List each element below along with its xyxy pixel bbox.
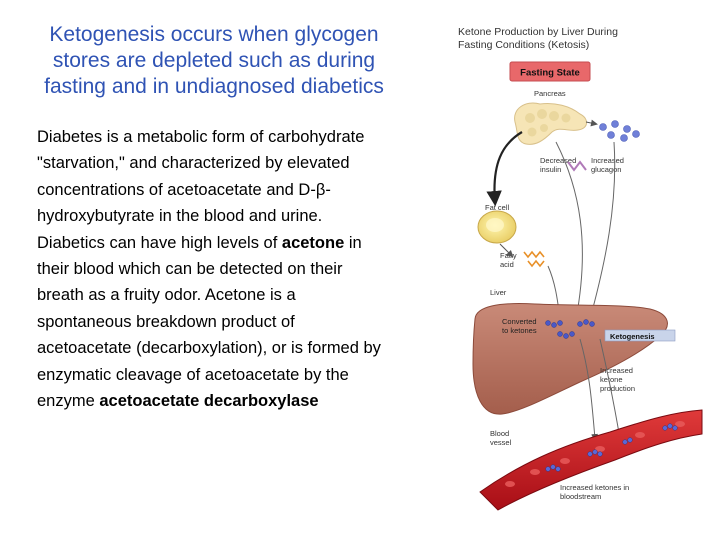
pancreas-label: Pancreas: [534, 89, 566, 98]
insulin-to-liver-arrow: [555, 141, 583, 321]
increased-ketone-line3: production: [600, 384, 635, 393]
glucagon-dots-icon: [599, 120, 640, 142]
liver-to-blood-arrow-1: [579, 338, 599, 441]
increased-glucagon-line1: Increased: [591, 156, 624, 165]
blood-vessel: [479, 409, 703, 511]
beta-symbol: β: [315, 180, 326, 199]
bold-acetone: acetone: [281, 233, 345, 252]
fat-cell-highlight: [486, 218, 504, 232]
ketogenesis-box: [604, 329, 676, 342]
pancreas-glucagon-arrow: [585, 119, 598, 127]
decreased-insulin-line2: insulin: [540, 165, 561, 174]
body-paragraph: Diabetes is a metabolic form of carbohyd…: [37, 124, 392, 414]
fasting-state-label: Fasting State: [520, 68, 580, 79]
blood-cells: [505, 421, 685, 487]
slide-title-line: Ketogenesis occurs when glycogen: [49, 23, 379, 46]
liver-label: Liver: [490, 288, 507, 297]
slide-title-line: stores are depleted such as during: [52, 49, 376, 72]
ketogenesis-label: Ketogenesis: [610, 332, 655, 341]
insulin-icon: [567, 160, 587, 172]
pancreas-texture: [525, 109, 571, 137]
blood-vessel-line2: vessel: [490, 438, 512, 447]
ketosis-figure: Ketone Production by Liver During Fastin…: [440, 14, 720, 514]
ketosis-diagram: Ketone Production by Liver During Fastin…: [458, 26, 703, 511]
converted-ketones-line2: to ketones: [502, 326, 537, 335]
fat-cell-label: Fat cell: [485, 203, 510, 212]
increased-ketone-line1: Increased: [600, 366, 633, 375]
bold-enzyme: acetoacetate decarboxylase: [99, 392, 319, 411]
liver-ketone-molecules: [545, 319, 595, 339]
fasting-state-box: [509, 61, 591, 82]
blood-ketone-molecules: [545, 423, 678, 472]
increased-ketone-line2: ketone: [600, 375, 623, 384]
slide-title-line: fasting and in undiagnosed diabetics: [44, 75, 384, 98]
increased-ketones-blood-line2: bloodstream: [560, 492, 601, 501]
body-text-1: Diabetes is a metabolic form of carbohyd…: [37, 128, 365, 199]
increased-ketones-blood-line1: Increased ketones in: [560, 483, 629, 492]
fatty-acid-icon: [523, 250, 545, 268]
fatcell-to-fattyacid-arrow: [499, 243, 514, 258]
figure-title-line2: Fasting Conditions (Ketosis): [458, 39, 589, 51]
glucagon-to-liver-arrow: [587, 141, 616, 321]
body-text-2: -hydroxybutyrate in the blood and urine.…: [37, 180, 331, 252]
increased-glucagon-line2: glucagon: [591, 165, 621, 174]
converted-ketones-line1: Converted: [502, 317, 537, 326]
pancreas-organ: [514, 102, 587, 145]
decreased-insulin-line1: Decreased: [540, 156, 576, 165]
blood-vessel-line1: Blood: [490, 429, 509, 438]
slide-title: Ketogenesis occurs when glycogen stores …: [8, 22, 420, 100]
body-text-3: in their blood which can be detected on …: [37, 233, 381, 411]
pancreas-to-fatcell-arrow: [486, 131, 523, 207]
figure-title-line1: Ketone Production by Liver During: [458, 26, 618, 38]
fatty-acid-line2: acid: [500, 260, 514, 269]
